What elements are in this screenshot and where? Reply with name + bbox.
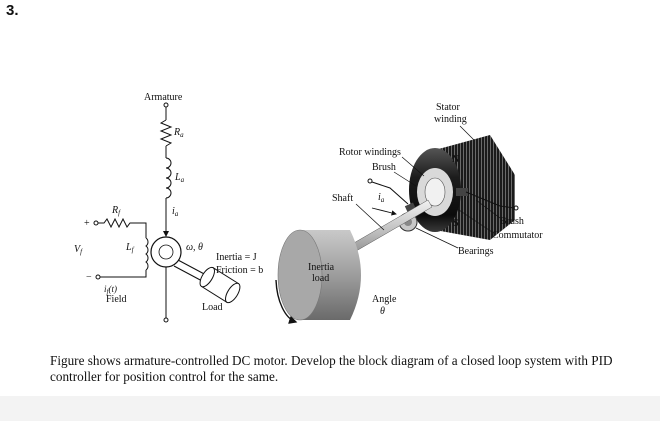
plus-sign: + bbox=[84, 218, 90, 229]
omega-theta-label: ω, θ bbox=[186, 242, 203, 253]
rotor-core bbox=[424, 177, 446, 207]
bottom-strip bbox=[0, 396, 660, 421]
ia-motor-label: ia bbox=[378, 192, 385, 204]
commutator-label: Commutator bbox=[492, 230, 543, 241]
armature-label: Armature bbox=[144, 92, 183, 103]
question-number: 3. bbox=[6, 2, 19, 19]
load-label: Load bbox=[202, 302, 223, 313]
question-caption: Figure shows armature-controlled DC moto… bbox=[50, 353, 613, 384]
shaft-label: Shaft bbox=[332, 193, 353, 204]
brush-terminal bbox=[513, 205, 519, 211]
bearings-label: Bearings bbox=[458, 246, 494, 257]
brush-top-terminal bbox=[367, 178, 373, 184]
angle-label: Angle bbox=[372, 294, 397, 305]
brush-right-block bbox=[456, 188, 468, 196]
minus-sign: − bbox=[86, 272, 92, 283]
lf-inductor bbox=[145, 237, 149, 271]
dc-motor-figure: Armature Ra La ia ω, θ bbox=[60, 80, 620, 355]
brush-top-label: Brush bbox=[372, 162, 396, 173]
armature-circle bbox=[150, 236, 182, 268]
ia-label: ia bbox=[172, 206, 179, 218]
inertia-load-face bbox=[277, 229, 323, 321]
field-terminal-bottom bbox=[95, 274, 101, 280]
ra-resistor bbox=[159, 119, 173, 147]
if-label: if(t) bbox=[104, 284, 117, 296]
ra-label: Ra bbox=[173, 127, 184, 139]
armature-hub bbox=[158, 244, 174, 260]
inertia-load-label-2: load bbox=[312, 273, 329, 284]
rf-label: Rf bbox=[111, 205, 121, 217]
inertia-label: Inertia = J bbox=[216, 252, 257, 263]
inertia-load-label-1: Inertia bbox=[308, 262, 335, 273]
rotation-arrow bbox=[275, 279, 298, 324]
la-inductor bbox=[165, 157, 172, 199]
load-cylinder bbox=[199, 266, 241, 304]
rotor-windings-label: Rotor windings bbox=[339, 147, 401, 158]
theta-label: θ bbox=[380, 306, 385, 317]
field-terminal-top bbox=[93, 220, 99, 226]
rf-resistor bbox=[98, 217, 147, 238]
stator-label-1: Stator bbox=[436, 102, 461, 113]
motor-illustration: N S Inertia load Stator winding Rotor wi… bbox=[275, 102, 543, 324]
brush-right-label: Brush bbox=[500, 216, 524, 227]
la-label: La bbox=[174, 172, 185, 184]
friction-label: Friction = b bbox=[216, 265, 263, 276]
schematic: Armature Ra La ia ω, θ bbox=[74, 92, 263, 323]
armature-terminal bbox=[163, 102, 169, 108]
lf-label: Lf bbox=[125, 242, 135, 254]
stator-label-2: winding bbox=[434, 114, 467, 125]
s-pole-label: S bbox=[453, 218, 459, 229]
field-label: Field bbox=[106, 294, 127, 305]
armature-terminal-bottom bbox=[163, 317, 169, 323]
n-pole-label: N bbox=[452, 154, 460, 165]
vf-label: Vf bbox=[74, 244, 83, 256]
